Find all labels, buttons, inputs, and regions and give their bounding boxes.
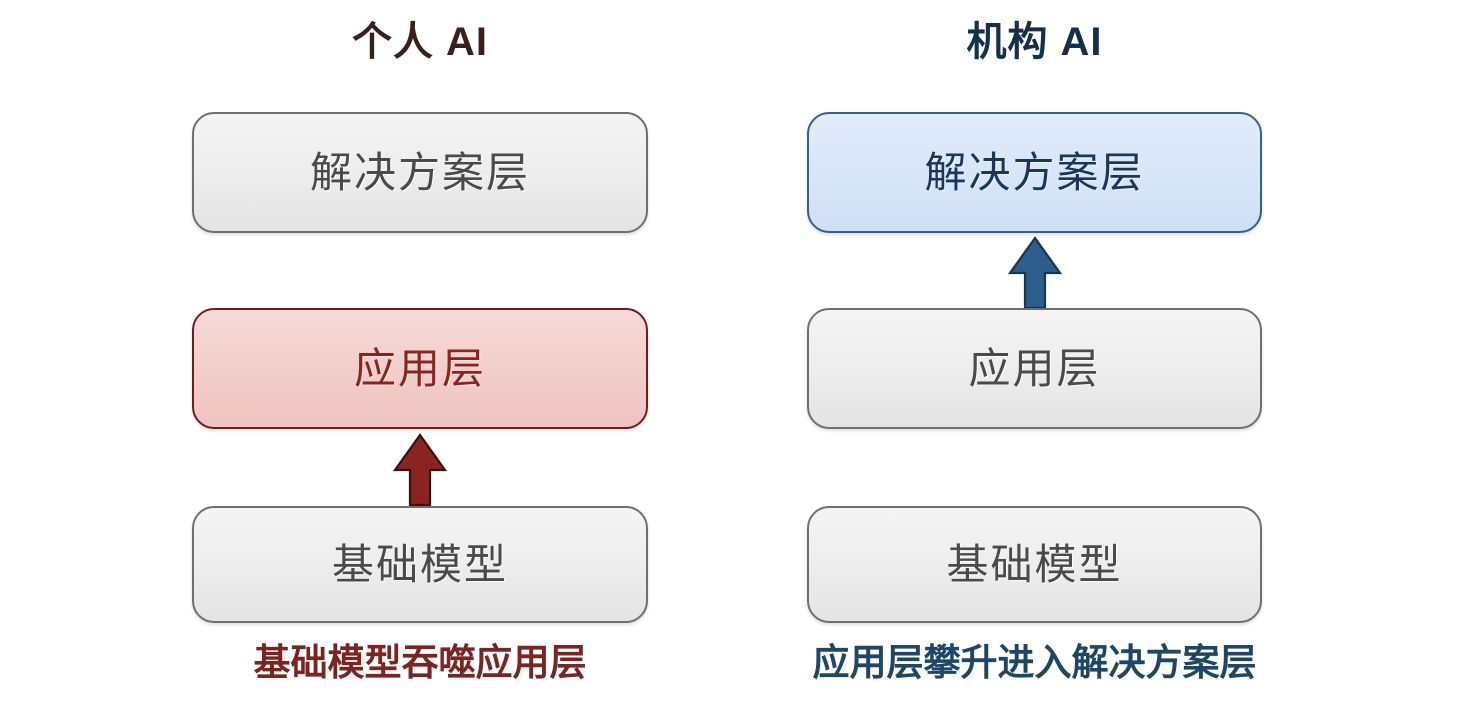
layer-box-foundation-model-personal: 基础模型 xyxy=(192,506,648,623)
up-arrow-icon-application-to-solution xyxy=(1007,236,1062,310)
layer-label: 基础模型 xyxy=(946,540,1123,588)
layer-label: 解决方案层 xyxy=(924,148,1145,196)
column-personal-ai: 个人 AI 解决方案层 应用层 基础模型 基础模型吞噬应用层 xyxy=(192,0,648,720)
layer-label: 应用层 xyxy=(353,344,486,392)
caption-personal-ai: 基础模型吞噬应用层 xyxy=(253,642,587,683)
layer-box-solution-layer-institutional: 解决方案层 xyxy=(807,112,1262,233)
layer-label: 基础模型 xyxy=(331,540,508,588)
column-title-personal-ai: 个人 AI xyxy=(351,20,489,64)
layer-label: 解决方案层 xyxy=(309,148,530,196)
up-arrow-icon-foundation-to-application xyxy=(392,433,448,507)
column-institutional-ai: 机构 AI 解决方案层 应用层 基础模型 应用层攀升进入解决方案层 xyxy=(807,0,1262,720)
layer-box-foundation-model-institutional: 基础模型 xyxy=(807,506,1262,623)
layer-label: 应用层 xyxy=(968,344,1101,392)
layer-box-solution-layer-personal: 解决方案层 xyxy=(192,112,648,233)
caption-institutional-ai: 应用层攀升进入解决方案层 xyxy=(812,642,1257,683)
layer-box-application-layer-institutional: 应用层 xyxy=(807,308,1262,429)
layer-box-application-layer-personal: 应用层 xyxy=(192,308,648,429)
column-title-institutional-ai: 机构 AI xyxy=(966,20,1103,64)
